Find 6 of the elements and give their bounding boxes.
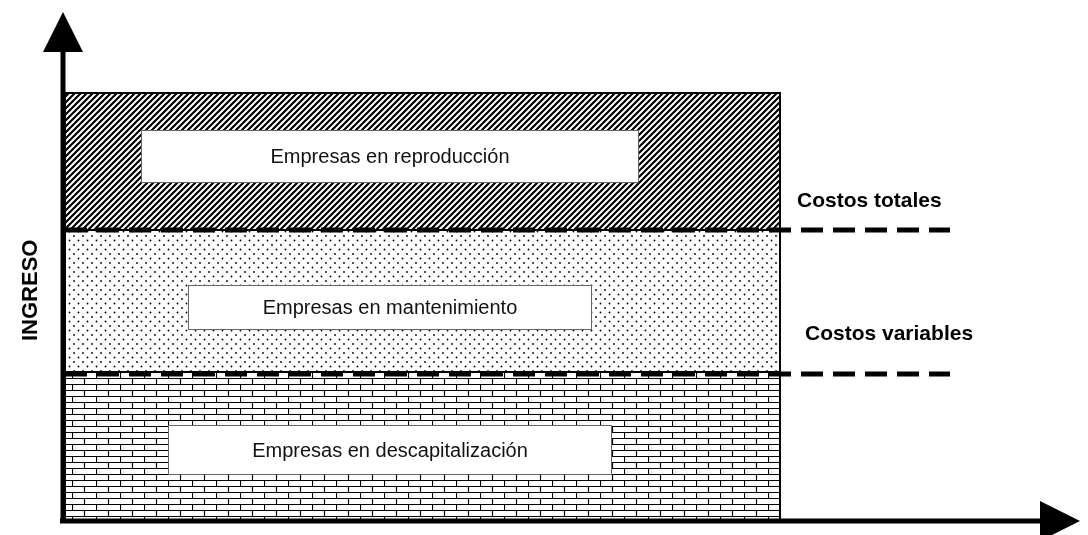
line-label: Costos variables xyxy=(805,321,974,345)
axis-label: INGRESO xyxy=(17,239,43,341)
text-box: Empresas en mantenimiento xyxy=(188,285,592,330)
text-box: Empresas en descapitalización xyxy=(168,425,612,475)
line-label: Costos totales xyxy=(797,188,942,212)
text-box: Empresas en reproducción xyxy=(141,130,639,183)
